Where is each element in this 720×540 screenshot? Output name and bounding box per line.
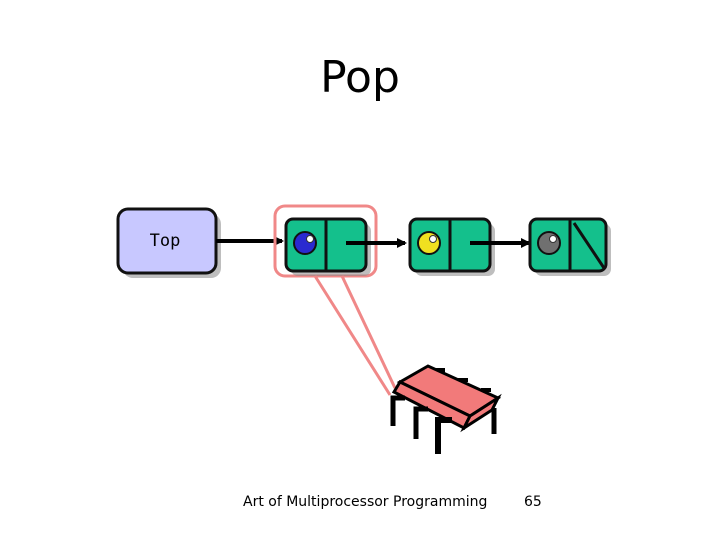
top-label: Top	[150, 231, 181, 251]
list-node-3	[528, 217, 611, 276]
top-pointer-box: Top	[116, 207, 221, 278]
list-node-1	[284, 217, 371, 276]
node-value-ball-icon	[537, 231, 561, 255]
callout-wedge	[313, 275, 397, 396]
processor-chip-icon	[390, 364, 502, 454]
footer-title: Art of Multiprocessor Programming	[243, 494, 488, 510]
slide-title: Pop	[320, 52, 400, 103]
list-node-2	[408, 217, 495, 276]
null-pointer-slash	[572, 222, 606, 269]
node-value-ball-icon	[293, 231, 317, 255]
page-number: 65	[524, 494, 542, 510]
node-value-ball-icon	[417, 231, 441, 255]
